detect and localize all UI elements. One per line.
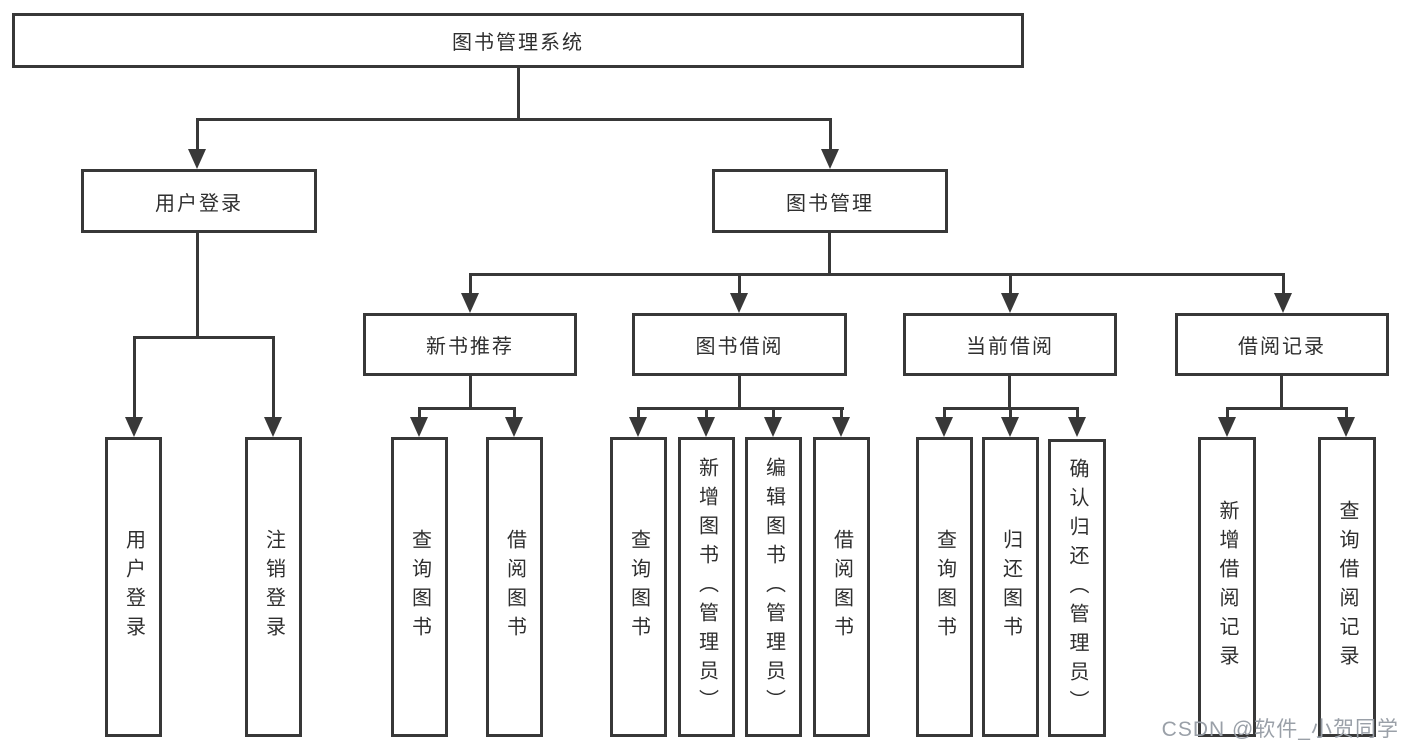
- arrow-down-icon: [461, 293, 479, 313]
- node-current-borrow-label: 当前借阅: [966, 336, 1054, 358]
- leaf-return-book: 归还图书: [982, 437, 1039, 737]
- arrow-down-icon: [764, 417, 782, 437]
- leaf-add-book-admin: 新增图书（管理员）: [678, 437, 735, 737]
- node-root: 图书管理系统: [12, 13, 1024, 68]
- connector-line: [1345, 407, 1348, 421]
- connector-line: [1009, 407, 1012, 421]
- leaf-query-book-label: 查询图书: [627, 529, 650, 645]
- connector-line: [1009, 273, 1012, 295]
- leaf-borrow-book-recommend: 借阅图书: [486, 437, 543, 737]
- leaf-query-book: 查询图书: [610, 437, 667, 737]
- node-book-borrow-label: 图书借阅: [695, 336, 784, 358]
- connector-line: [513, 407, 516, 421]
- leaf-query-book-recommend-label: 查询图书: [408, 529, 431, 645]
- connector-line: [738, 376, 741, 407]
- node-current-borrow: 当前借阅: [903, 313, 1117, 376]
- connector-line: [196, 118, 199, 155]
- arrow-down-icon: [125, 417, 143, 437]
- connector-line: [705, 407, 708, 421]
- watermark-text: CSDN @软件_小贺同学: [1161, 718, 1399, 741]
- node-borrow-record: 借阅记录: [1175, 313, 1389, 376]
- leaf-add-book-admin-label: 新增图书（管理员）: [695, 456, 718, 718]
- connector-line: [133, 336, 136, 419]
- leaf-edit-book-admin-label: 编辑图书（管理员）: [762, 456, 785, 718]
- arrow-down-icon: [1001, 293, 1019, 313]
- node-new-book-recommend: 新书推荐: [363, 313, 577, 376]
- node-borrow-record-label: 借阅记录: [1238, 336, 1326, 358]
- arrow-down-icon: [730, 293, 748, 313]
- connector-line: [517, 68, 520, 118]
- node-book-management: 图书管理: [712, 169, 948, 233]
- leaf-query-current-label: 查询图书: [933, 529, 956, 645]
- leaf-query-borrow-record-label: 查询借阅记录: [1336, 500, 1358, 674]
- arrow-down-icon: [697, 417, 715, 437]
- connector-line: [772, 407, 775, 421]
- arrow-down-icon: [832, 417, 850, 437]
- connector-line: [196, 233, 199, 336]
- arrow-down-icon: [1218, 417, 1236, 437]
- connector-line: [637, 407, 844, 410]
- node-book-borrow: 图书借阅: [632, 313, 847, 376]
- arrow-down-icon: [1274, 293, 1292, 313]
- arrow-down-icon: [410, 417, 428, 437]
- leaf-confirm-return-admin-label: 确认归还（管理员）: [1066, 457, 1088, 719]
- arrow-down-icon: [821, 149, 839, 169]
- connector-line: [1076, 407, 1079, 421]
- node-user-login: 用户登录: [81, 169, 317, 233]
- leaf-logout: 注销登录: [245, 437, 302, 737]
- connector-line: [469, 273, 472, 295]
- leaf-edit-book-admin: 编辑图书（管理员）: [745, 437, 802, 737]
- leaf-add-borrow-record: 新增借阅记录: [1198, 437, 1256, 737]
- connector-line: [469, 273, 1284, 276]
- leaf-borrow-book-label: 借阅图书: [830, 529, 853, 645]
- connector-line: [828, 233, 831, 273]
- arrow-down-icon: [188, 149, 206, 169]
- leaf-query-book-recommend: 查询图书: [391, 437, 448, 737]
- leaf-add-borrow-record-label: 新增借阅记录: [1216, 500, 1238, 674]
- connector-line: [272, 336, 275, 419]
- arrow-down-icon: [629, 417, 647, 437]
- connector-line: [840, 407, 843, 421]
- arrow-down-icon: [1001, 417, 1019, 437]
- arrow-down-icon: [1337, 417, 1355, 437]
- leaf-user-login-label: 用户登录: [122, 529, 145, 645]
- connector-line: [469, 376, 472, 407]
- leaf-borrow-book-recommend-label: 借阅图书: [503, 529, 526, 645]
- connector-line: [1282, 273, 1285, 295]
- connector-line: [943, 407, 946, 421]
- connector-line: [1008, 376, 1011, 407]
- leaf-user-login: 用户登录: [105, 437, 162, 737]
- connector-line: [418, 407, 421, 421]
- node-book-management-label: 图书管理: [786, 192, 874, 215]
- connector-line: [196, 118, 832, 121]
- node-root-label: 图书管理系统: [452, 32, 584, 54]
- leaf-confirm-return-admin: 确认归还（管理员）: [1048, 439, 1106, 737]
- leaf-borrow-book: 借阅图书: [813, 437, 870, 737]
- arrow-down-icon: [1068, 417, 1086, 437]
- arrow-down-icon: [935, 417, 953, 437]
- connector-line: [829, 118, 832, 155]
- arrow-down-icon: [505, 417, 523, 437]
- node-user-login-label: 用户登录: [155, 192, 243, 215]
- leaf-query-current: 查询图书: [916, 437, 973, 737]
- connector-line: [418, 407, 516, 410]
- connector-line: [1226, 407, 1348, 410]
- connector-line: [738, 273, 741, 295]
- arrow-down-icon: [264, 417, 282, 437]
- connector-line: [1280, 376, 1283, 407]
- connector-line: [1226, 407, 1229, 421]
- leaf-return-book-label: 归还图书: [999, 529, 1022, 645]
- leaf-query-borrow-record: 查询借阅记录: [1318, 437, 1376, 737]
- connector-line: [637, 407, 640, 421]
- node-new-book-recommend-label: 新书推荐: [426, 336, 514, 358]
- connector-line: [133, 336, 275, 339]
- leaf-logout-label: 注销登录: [262, 529, 285, 645]
